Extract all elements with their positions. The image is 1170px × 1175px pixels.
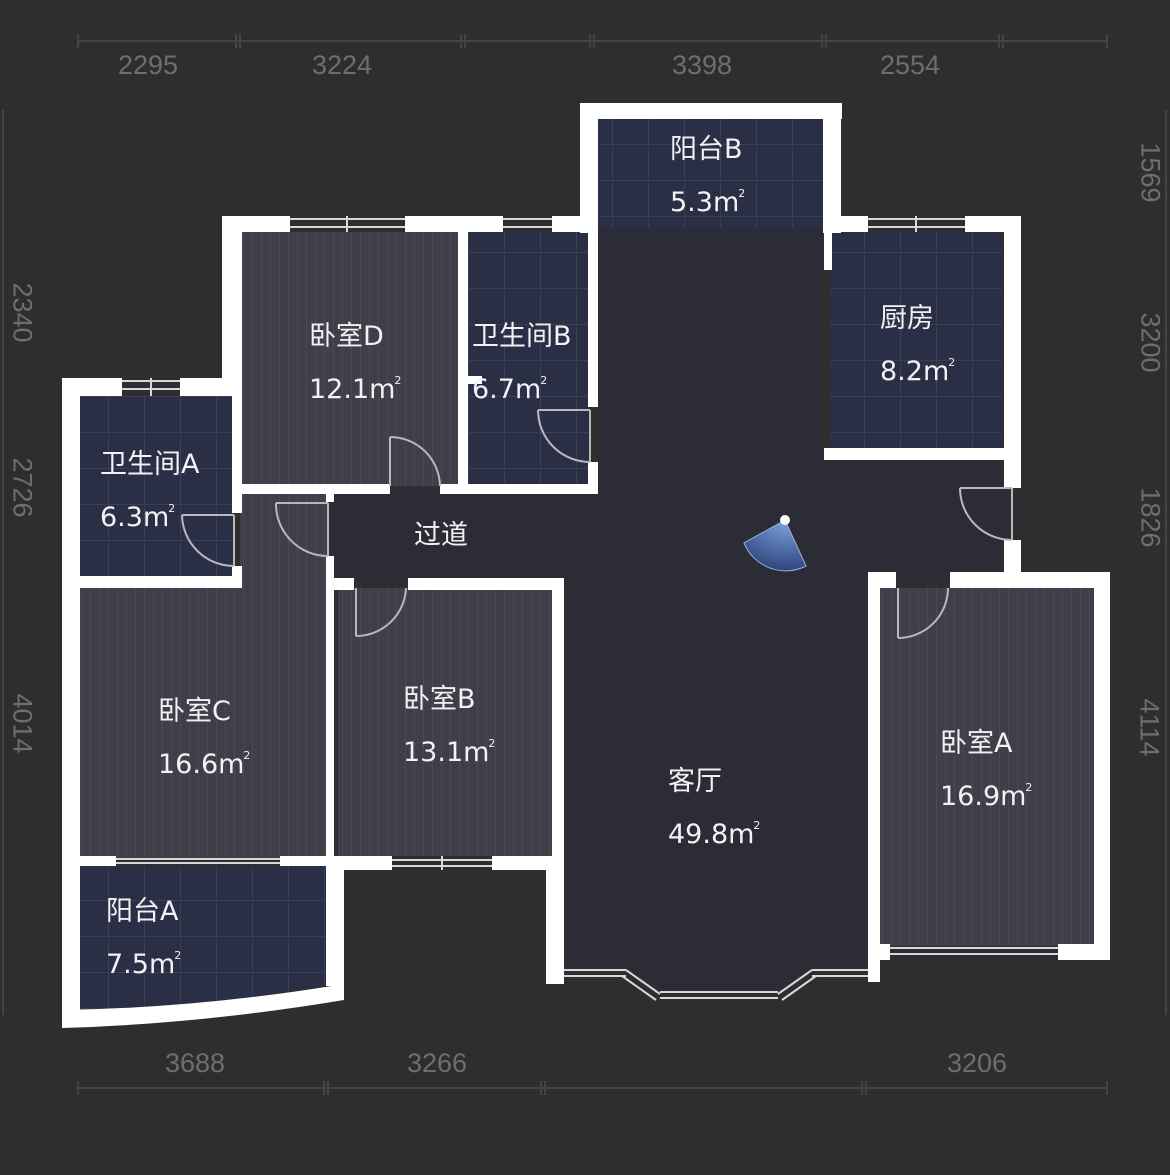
room-name: 过道 [414, 520, 468, 551]
dim-right-1: 1569 [1135, 142, 1166, 203]
room-name: 卧室B [403, 684, 476, 715]
floor-balcony-a [80, 866, 326, 1010]
floor-balcony-b [598, 118, 823, 228]
room-name: 阳台B [670, 134, 743, 165]
room-bathroom-b[interactable]: 卫生间B 6.7m2 [472, 315, 572, 412]
room-area: 16.6m [158, 749, 245, 780]
dim-left-3: 4014 [7, 693, 38, 754]
room-name: 卧室D [309, 321, 384, 352]
floor-bedroom-d [242, 232, 458, 486]
dim-left-2: 2726 [7, 457, 38, 518]
dim-top-2: 3224 [312, 50, 373, 80]
doors [181, 409, 1013, 639]
walls [62, 103, 1110, 1028]
room-area: 6.7m [472, 374, 542, 405]
dimension-lines [2, 34, 1167, 1095]
room-area: 49.8m [668, 819, 755, 850]
dim-bottom-1: 3688 [165, 1048, 226, 1078]
room-balcony-a[interactable]: 阳台A 7.5m2 [106, 890, 181, 987]
room-bedroom-c[interactable]: 卧室C 16.6m2 [158, 690, 250, 787]
room-area: 16.9m [940, 781, 1027, 812]
room-area: 13.1m [403, 737, 490, 768]
room-balcony-b[interactable]: 阳台B 5.3m2 [670, 128, 745, 225]
dim-bottom-3: 3206 [947, 1048, 1008, 1078]
room-name: 卧室A [940, 728, 1013, 759]
dim-left-1: 2340 [7, 282, 38, 343]
dim-right-4: 4114 [1134, 698, 1165, 757]
dim-right-3: 1826 [1135, 487, 1166, 548]
room-area: 12.1m [309, 374, 396, 405]
room-area: 7.5m [106, 949, 176, 980]
room-bedroom-a[interactable]: 卧室A 16.9m2 [940, 722, 1032, 819]
dim-top-3: 3398 [672, 50, 733, 80]
room-kitchen[interactable]: 厨房 8.2m2 [880, 297, 955, 394]
room-corridor[interactable]: 过道 [414, 514, 468, 558]
room-area: 6.3m [100, 502, 170, 533]
room-living-room[interactable]: 客厅 49.8m2 [668, 760, 760, 857]
room-bedroom-b[interactable]: 卧室B 13.1m2 [403, 678, 495, 775]
dim-right-2: 3200 [1135, 312, 1166, 373]
room-name: 阳台A [106, 896, 179, 927]
room-bedroom-d[interactable]: 卧室D 12.1m2 [309, 315, 401, 412]
room-bathroom-a[interactable]: 卫生间A 6.3m2 [100, 443, 199, 540]
floor-bathroom-a [80, 396, 232, 576]
windows [116, 216, 1058, 1001]
room-name: 卧室C [158, 696, 231, 727]
dim-top-4: 2554 [880, 50, 941, 80]
floor-bedroom-a [880, 588, 1094, 946]
room-name: 卫生间B [472, 321, 572, 352]
dim-bottom-2: 3266 [407, 1048, 468, 1078]
room-name: 厨房 [880, 303, 934, 334]
floor-bathroom-b [468, 232, 588, 486]
dim-top-1: 2295 [118, 50, 179, 80]
room-name: 客厅 [668, 766, 722, 797]
room-area: 5.3m [670, 187, 740, 218]
floor-bedroom-c [80, 588, 326, 858]
floors [80, 118, 1094, 1010]
room-area: 8.2m [880, 356, 950, 387]
room-name: 卫生间A [100, 449, 200, 480]
floor-hall-c [240, 492, 328, 588]
camera-view-marker[interactable] [743, 515, 807, 572]
floor-kitchen [830, 232, 1002, 450]
